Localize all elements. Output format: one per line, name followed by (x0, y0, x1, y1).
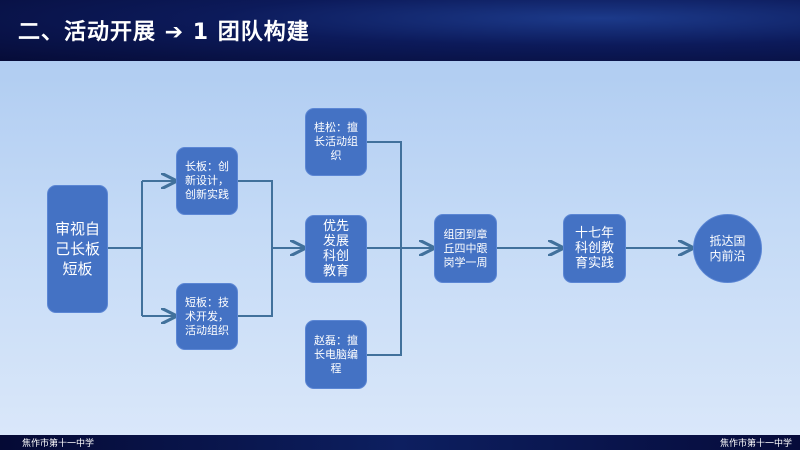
gui-song-box: 桂松：擅长活动组织 (305, 108, 367, 176)
header-banner: 二、活动开展 ➔ 1 团队构建 (0, 0, 800, 61)
goal-circle: 抵达国内前沿 (693, 214, 762, 283)
page-title: 二、活动开展 ➔ 1 团队构建 (18, 20, 310, 45)
team-visit-box: 组团到章丘四中跟岗学一周 (434, 214, 497, 283)
start-box: 审视自己长板短板 (47, 185, 108, 313)
footer-right-text: 焦作市第十一中学 (719, 439, 792, 449)
long-board-box: 长板：创新设计，创新实践 (176, 147, 238, 215)
priority-box: 优先发展科创教育 (305, 215, 367, 283)
footer-bar: 焦作市第十一中学 焦作市第十一中学 (0, 435, 800, 450)
footer-left-text: 焦作市第十一中学 (22, 439, 95, 449)
zhao-lei-box: 赵磊：擅长电脑编程 (305, 320, 367, 389)
short-board-box: 短板：技术开发，活动组织 (176, 283, 238, 350)
practice-box: 十七年科创教育实践 (563, 214, 626, 283)
